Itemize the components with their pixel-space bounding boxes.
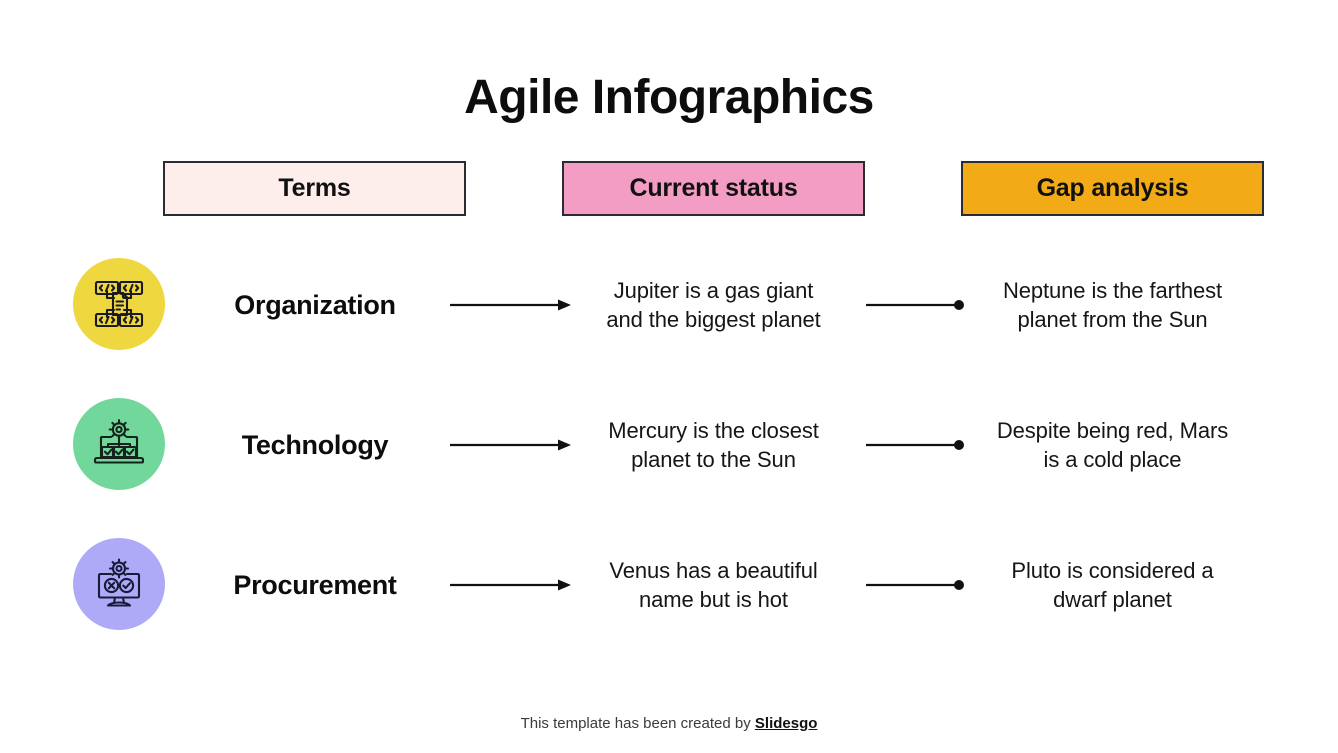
term-label-technology-text: Technology	[241, 429, 389, 460]
monitor-gear-approval-icon	[73, 538, 165, 630]
column-header-gap-analysis: Gap analysis	[961, 161, 1264, 216]
cell-gap-analysis-line2: dwarf planet	[1053, 587, 1172, 612]
footer-credit-text: This template has been created by	[520, 715, 755, 732]
cell-gap-analysis-line2: is a cold place	[1043, 447, 1182, 472]
sitemap-code-icon	[73, 258, 165, 350]
cell-current-status-line1: Mercury is the closest	[608, 417, 819, 443]
cell-gap-analysis-line1: Neptune is the farthest	[1002, 277, 1223, 303]
cell-gap-analysis: Neptune is the farthest planet from the …	[961, 246, 1264, 364]
term-label-procurement: Procurement	[190, 526, 440, 644]
cell-current-status-line1: Venus has a beautiful	[609, 557, 818, 583]
column-header-terms-label: Terms	[278, 174, 351, 202]
table-row: Technology Mercury is the closest planet…	[0, 386, 1338, 504]
term-label-organization-text: Organization	[234, 289, 396, 320]
cell-current-status: Jupiter is a gas giant and the biggest p…	[562, 246, 865, 364]
arrow-connector-terms-to-status	[450, 575, 572, 595]
footer-credit: This template has been created by Slides…	[0, 715, 1338, 732]
column-header-current-status-label: Current status	[629, 174, 798, 202]
column-header-terms: Terms	[163, 161, 466, 216]
cell-current-status: Mercury is the closest planet to the Sun	[562, 386, 865, 504]
term-label-organization: Organization	[190, 246, 440, 364]
cell-gap-analysis: Pluto is considered a dwarf planet	[961, 526, 1264, 644]
column-header-gap-analysis-label: Gap analysis	[1036, 174, 1189, 202]
arrow-connector-terms-to-status	[450, 295, 572, 315]
dot-connector-status-to-gap	[866, 435, 965, 455]
column-header-row: Terms Current status Gap analysis	[0, 161, 1338, 216]
cell-gap-analysis: Despite being red, Mars is a cold place	[961, 386, 1264, 504]
cell-gap-analysis-line1: Despite being red, Mars	[996, 417, 1229, 443]
cell-current-status-line1: Jupiter is a gas giant	[613, 277, 814, 303]
term-label-procurement-text: Procurement	[233, 569, 397, 600]
table-row: Organization Jupiter is a gas giant and …	[0, 246, 1338, 364]
cell-current-status-line2: name but is hot	[639, 587, 788, 612]
laptop-gear-checklist-icon	[73, 398, 165, 490]
cell-gap-analysis-line2: planet from the Sun	[1017, 307, 1208, 332]
cell-current-status-line2: and the biggest planet	[606, 307, 821, 332]
dot-connector-status-to-gap	[866, 295, 965, 315]
term-label-technology: Technology	[190, 386, 440, 504]
slidesgo-link[interactable]: Slidesgo	[754, 715, 818, 732]
column-header-current-status: Current status	[562, 161, 865, 216]
arrow-connector-terms-to-status	[450, 435, 572, 455]
table-row: Procurement Venus has a beautiful name b…	[0, 526, 1338, 644]
cell-gap-analysis-line1: Pluto is considered a	[1011, 557, 1214, 583]
page-title: Agile Infographics	[464, 71, 874, 124]
cell-current-status-line2: planet to the Sun	[631, 447, 796, 472]
cell-current-status: Venus has a beautiful name but is hot	[562, 526, 865, 644]
dot-connector-status-to-gap	[866, 575, 965, 595]
